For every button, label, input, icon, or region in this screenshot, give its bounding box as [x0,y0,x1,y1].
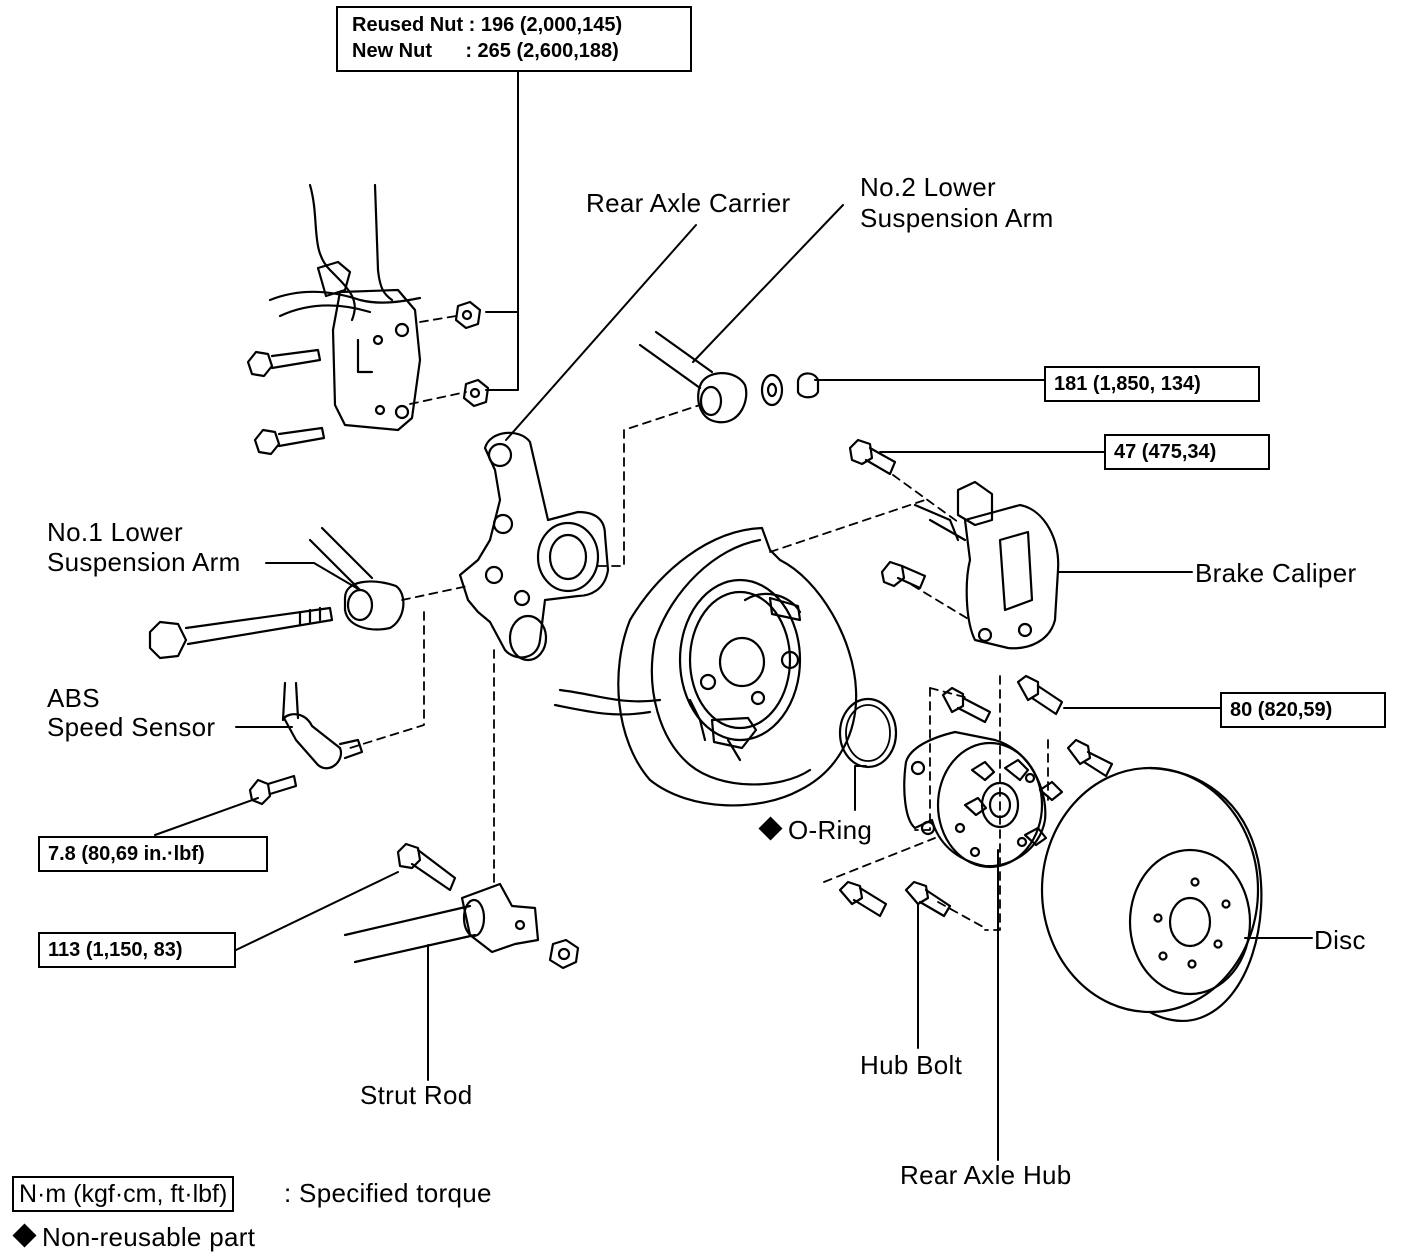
label-brake-caliper: Brake Caliper [1195,558,1357,588]
assembly-lines [349,315,1049,931]
torque-box-7-8: 7.8 (80,69 in.·lbf) [38,836,268,872]
upper-bracket-drawing [246,183,490,456]
torque-box-181: 181 (1,850, 134) [1044,366,1260,402]
rear-axle-carrier-drawing [458,431,610,662]
label-disc: Disc [1314,925,1366,955]
label-strut-rod: Strut Rod [360,1080,473,1110]
torque-nut-reused: Reused Nut : 196 (2,000,145) [352,14,623,36]
rear-axle-hub-drawing [838,674,1114,918]
o-ring-drawing [838,697,898,769]
label-no1-lower-arm-line2: Suspension Arm [47,547,241,577]
leader-lines [154,71,1313,1161]
strut-rod-drawing [343,842,580,970]
legend-non-reusable: Non-reusable part [12,1222,256,1252]
label-rear-axle-carrier: Rear Axle Carrier [586,188,791,218]
label-abs-line2: Speed Sensor [47,712,216,742]
label-no1-lower-arm-line1: No.1 Lower [47,517,183,547]
torque-nut-new: New Nut : 265 (2,600,188) [352,40,619,62]
label-abs-line1: ABS [47,683,100,713]
non-reusable-diamond-icon [758,816,783,841]
no1-lower-arm-drawing [148,526,405,660]
no2-lower-arm-drawing [638,330,820,424]
brake-caliper-drawing [848,438,1060,650]
label-hub-bolt: Hub Bolt [860,1050,963,1080]
backing-plate-drawing [553,526,858,807]
torque-box-113: 113 (1,150, 83) [38,932,236,968]
legend-non-reusable-text: Non-reusable part [42,1222,256,1252]
torque-box-80: 80 (820,59) [1220,692,1386,728]
torque-box-nut: Reused Nut : 196 (2,000,145) New Nut : 2… [336,6,692,72]
legend-torque-desc: : Specified torque [284,1178,492,1208]
label-rear-axle-hub: Rear Axle Hub [900,1160,1072,1190]
torque-box-47: 47 (475,34) [1104,434,1270,470]
legend-torque-unit: N·m (kgf·cm, ft·lbf) [12,1176,235,1212]
disc-drawing [1040,766,1263,1022]
diamond-icon [12,1223,37,1248]
label-no2-lower-arm-line2: Suspension Arm [860,203,1054,233]
abs-sensor-drawing [248,681,364,806]
label-o-ring: O-Ring [758,815,873,845]
label-o-ring-text: O-Ring [788,815,873,845]
label-no2-lower-arm-line1: No.2 Lower [860,172,996,202]
